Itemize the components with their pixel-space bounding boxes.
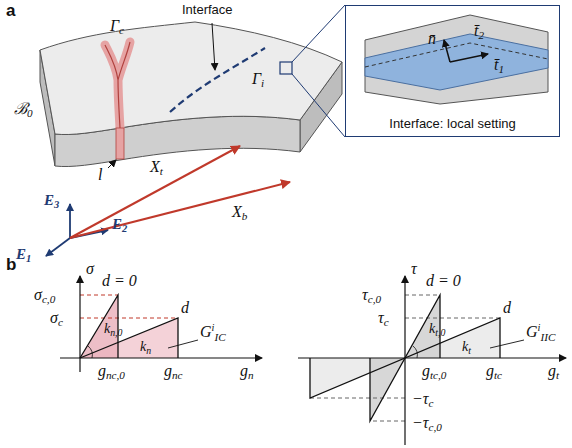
drawing-part <box>370 421 405 422</box>
crack-band <box>105 42 130 159</box>
shear-traction-plot <box>298 276 566 445</box>
drawing-part <box>365 43 548 67</box>
axis-tick-label: σc,0 <box>34 286 55 306</box>
drawing-part <box>105 42 130 128</box>
vector-label: Xt <box>150 158 163 178</box>
damage-label: d <box>181 299 189 317</box>
axis-tick-label: gtc,0 <box>422 362 446 382</box>
drawing-part <box>60 357 262 358</box>
axis-label: E3 <box>44 192 59 211</box>
drawing-part <box>404 276 405 445</box>
zoom-line <box>292 74 345 137</box>
axis-label: E2 <box>112 216 127 235</box>
energy-label: GiIIC <box>526 322 555 343</box>
drawing-part <box>365 15 548 104</box>
axis-label: gt <box>548 362 559 382</box>
drawing-part <box>490 340 524 348</box>
drawing-part <box>450 54 488 62</box>
stiffness-label: kn,0 <box>104 321 122 339</box>
drawing-part <box>105 42 130 128</box>
drawing-part <box>298 357 566 358</box>
damage-label: d <box>503 299 511 317</box>
axis-label: τ <box>411 260 417 278</box>
position-vectors <box>70 146 290 238</box>
axis-label: gn <box>240 362 254 382</box>
drawing-part <box>70 146 240 238</box>
drawing-part <box>88 346 92 358</box>
drawing-part <box>80 318 178 358</box>
panel-letter: b <box>6 256 16 275</box>
interface-curve <box>170 48 265 112</box>
drawing-part <box>405 295 440 296</box>
drawing-part <box>80 295 118 358</box>
drawing-part <box>405 318 500 319</box>
drawing-part <box>413 346 417 358</box>
vector-label: t̄1 <box>494 56 504 76</box>
axis-tick-label: −τc <box>412 390 434 410</box>
axis-label: E1 <box>16 246 31 265</box>
drawing-part <box>310 398 405 399</box>
vector-label: Xb <box>232 203 247 223</box>
energy-label: GiIC <box>200 322 226 343</box>
zoom-line <box>292 5 345 62</box>
stiffness-label: kt <box>462 339 471 357</box>
vector-label: n̄ <box>428 30 436 48</box>
callout-text: Interface <box>182 3 233 17</box>
damage-label: d = 0 <box>426 272 461 290</box>
leader-line <box>212 23 215 70</box>
box-caption: Interface: local setting <box>346 116 559 131</box>
axis-tick-label: gnc <box>164 362 183 382</box>
math-label: Γi <box>252 70 264 90</box>
drawing-part <box>69 204 71 238</box>
axis-tick-label: gtc <box>486 362 502 382</box>
math-label: Γc <box>110 17 124 37</box>
drawing-part <box>168 340 198 348</box>
drawing-part <box>80 318 178 319</box>
drawing-part <box>40 22 342 135</box>
drawing-part <box>70 182 290 238</box>
axis-tick-label: τc,0 <box>362 286 381 306</box>
drawing-part <box>116 128 124 159</box>
body-slab <box>40 22 342 167</box>
axis-tick-label: gnc,0 <box>98 362 125 382</box>
math-label: l <box>98 166 102 184</box>
interface-block <box>365 15 548 104</box>
damage-label: d = 0 <box>102 272 137 290</box>
axis-tick-label: −τc,0 <box>412 414 442 434</box>
axis-label: σ <box>86 260 94 278</box>
zoom-square <box>280 62 292 74</box>
drawing-part <box>80 295 118 358</box>
length-marker <box>108 160 116 168</box>
zoom-box: Interface: local setting <box>345 5 560 137</box>
drawing-part <box>80 295 118 296</box>
normal-traction-plot <box>60 276 262 372</box>
drawing-part <box>365 34 548 90</box>
panel-letter: a <box>6 2 15 21</box>
axis-tick-label: τc <box>378 309 389 329</box>
stiffness-label: kn <box>140 339 151 357</box>
drawing-part <box>46 238 70 256</box>
math-label: ℬ0 <box>14 100 33 120</box>
drawing-part <box>444 40 450 62</box>
stiffness-label: kt,0 <box>429 321 445 339</box>
vector-label: t̄2 <box>474 22 484 42</box>
axis-tick-label: σc <box>50 309 63 329</box>
